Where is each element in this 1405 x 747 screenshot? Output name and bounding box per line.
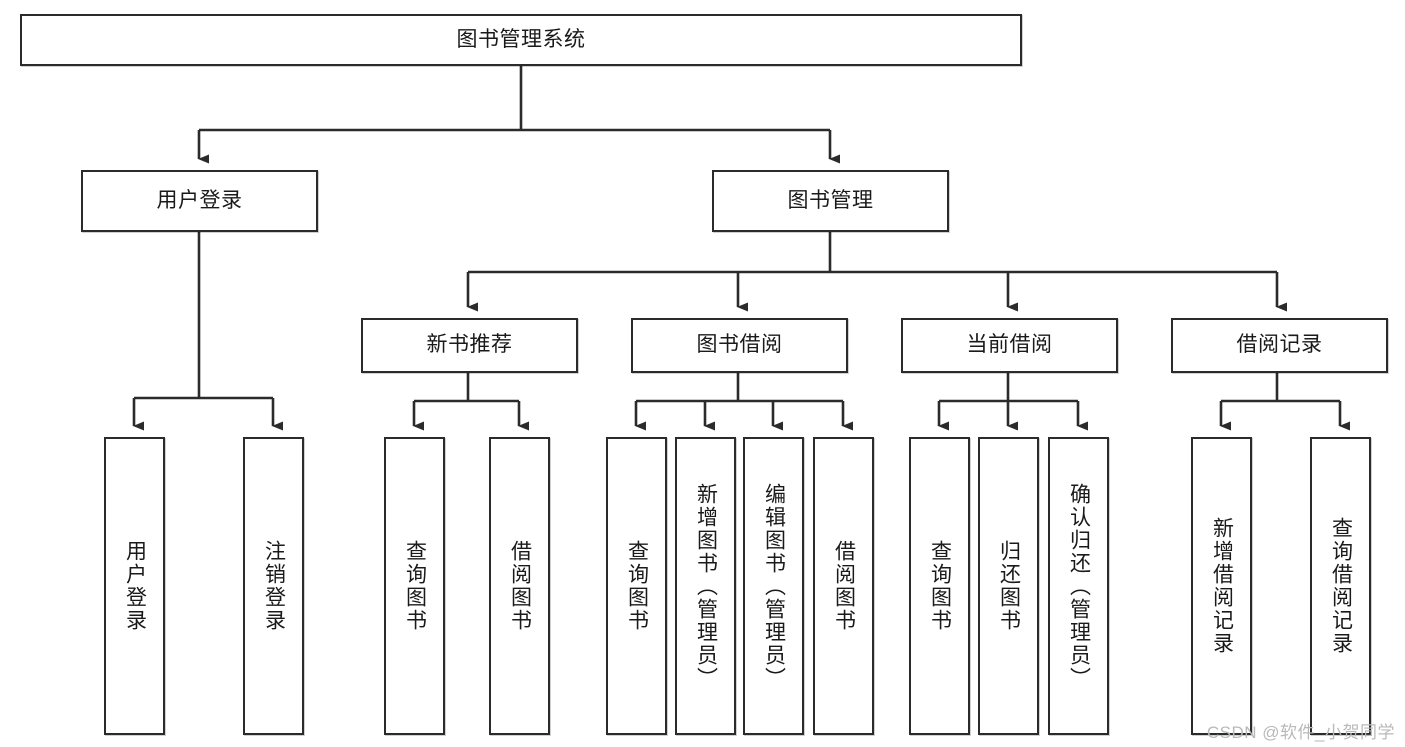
leaf-label: 查询图书: [928, 540, 952, 632]
leaf-label: 注销登录: [262, 540, 286, 632]
node-label: 用户登录: [156, 188, 243, 212]
leaf-label: 归还图书: [997, 540, 1021, 632]
leaf-user-login[interactable]: 用户登录: [104, 437, 165, 735]
leaf-borrow-book-newbook[interactable]: 借阅图书: [489, 437, 550, 735]
node-book-borrowing[interactable]: 图书借阅: [631, 318, 848, 373]
node-user-login[interactable]: 用户登录: [81, 170, 318, 232]
leaf-label: 借阅图书: [832, 540, 856, 632]
leaf-logout[interactable]: 注销登录: [243, 437, 304, 735]
leaf-label: 用户登录: [123, 540, 147, 632]
node-label: 借阅记录: [1236, 333, 1323, 357]
node-label: 图书借阅: [696, 333, 783, 357]
leaf-label: 借阅图书: [508, 540, 532, 632]
node-book-management-system[interactable]: 图书管理系统: [20, 14, 1022, 66]
leaf-label: 新增借阅记录: [1210, 517, 1234, 655]
leaf-label: 查询图书: [625, 540, 649, 632]
leaf-query-borrow-record[interactable]: 查询借阅记录: [1310, 437, 1371, 735]
node-label: 图书管理系统: [456, 27, 586, 51]
leaf-label: 查询借阅记录: [1329, 517, 1353, 655]
leaf-query-book-borrowing[interactable]: 查询图书: [606, 437, 667, 735]
leaf-add-book-admin[interactable]: 新增图书（管理员）: [675, 437, 736, 735]
leaf-label: 确认归还（管理员）: [1067, 482, 1091, 690]
leaf-query-book-newbook[interactable]: 查询图书: [384, 437, 445, 735]
node-new-book-recommendation[interactable]: 新书推荐: [361, 318, 578, 373]
node-borrowing-records[interactable]: 借阅记录: [1171, 318, 1388, 373]
leaf-return-book[interactable]: 归还图书: [978, 437, 1039, 735]
node-label: 图书管理: [787, 188, 874, 212]
node-label: 新书推荐: [426, 333, 513, 357]
leaf-edit-book-admin[interactable]: 编辑图书（管理员）: [743, 437, 804, 735]
leaf-add-borrow-record[interactable]: 新增借阅记录: [1191, 437, 1252, 735]
leaf-confirm-return-admin[interactable]: 确认归还（管理员）: [1048, 437, 1109, 735]
leaf-label: 编辑图书（管理员）: [762, 482, 786, 690]
node-label: 当前借阅: [966, 333, 1053, 357]
leaf-borrow-book-borrowing[interactable]: 借阅图书: [813, 437, 874, 735]
node-current-borrowing[interactable]: 当前借阅: [901, 318, 1118, 373]
leaf-query-book-current[interactable]: 查询图书: [909, 437, 970, 735]
node-book-management[interactable]: 图书管理: [712, 170, 949, 232]
leaf-label: 查询图书: [403, 540, 427, 632]
leaf-label: 新增图书（管理员）: [694, 482, 718, 690]
